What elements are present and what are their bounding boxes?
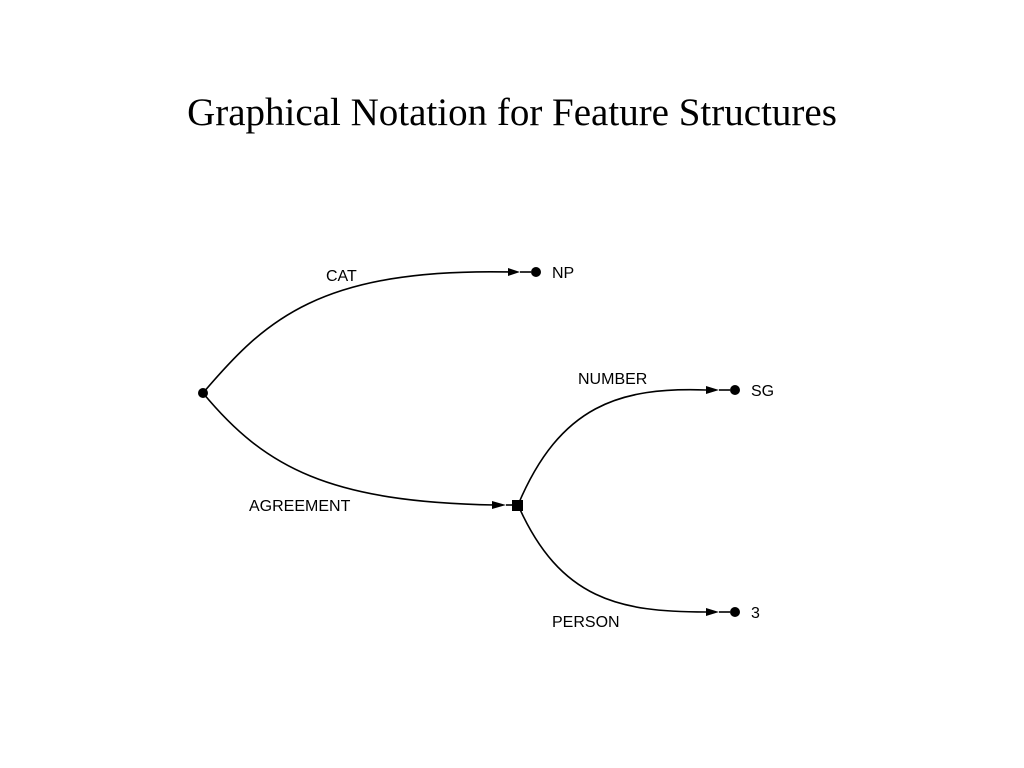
arrowhead-cat (508, 268, 520, 276)
arrowhead-person (706, 608, 719, 616)
label-person: PERSON (552, 614, 620, 631)
node-np (531, 267, 541, 277)
label-cat: CAT (326, 268, 357, 285)
edge-number (517, 388, 707, 506)
label-number: NUMBER (578, 371, 647, 388)
arrowhead-agreement (492, 501, 506, 509)
node-sg (730, 385, 740, 395)
edge-agreement (202, 392, 496, 506)
value-np: NP (552, 265, 574, 282)
edge-person (517, 504, 707, 613)
node-agreement (512, 500, 523, 511)
value-three: 3 (751, 605, 760, 622)
label-agreement: AGREEMENT (249, 498, 351, 515)
node-three (730, 607, 740, 617)
slide-title: Graphical Notation for Feature Structure… (187, 91, 837, 134)
value-sg: SG (751, 383, 774, 400)
arrowhead-number (706, 386, 719, 394)
node-root (198, 388, 208, 398)
edge-cat (202, 271, 511, 394)
